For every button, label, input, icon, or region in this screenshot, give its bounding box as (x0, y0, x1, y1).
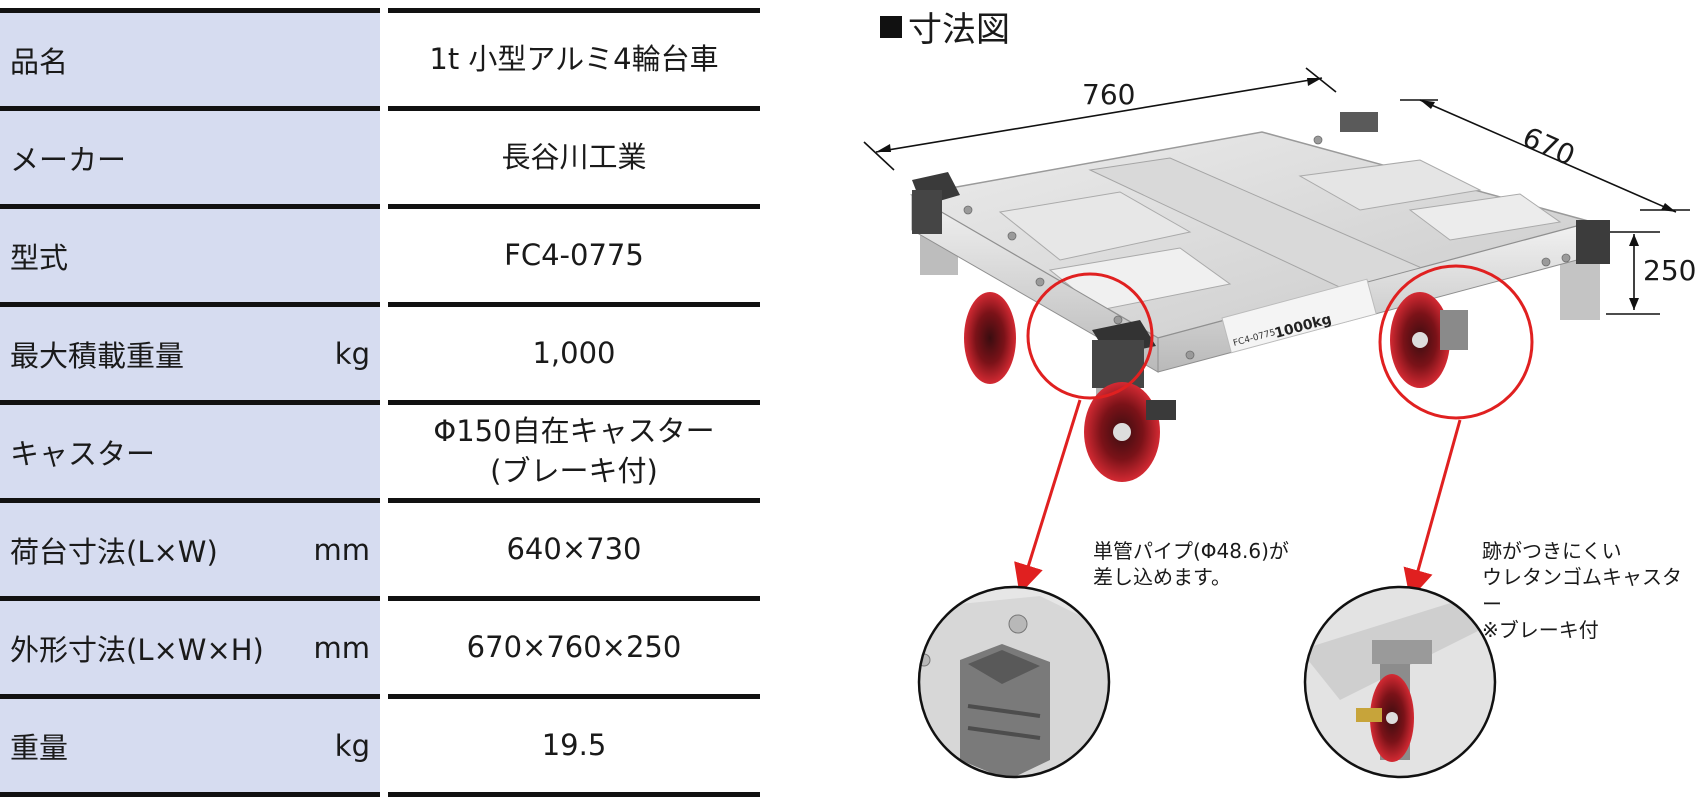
caster-callout-circle (1378, 264, 1534, 420)
caster-wheels (964, 292, 1468, 482)
table-rule-right (388, 106, 760, 111)
table-rule-right (388, 694, 760, 699)
spec-label-cell: キャスター (0, 405, 380, 498)
spec-value: FC4-0775 (504, 237, 644, 272)
dimension-diagram-title: 寸法図 (880, 2, 1010, 51)
caster-note-line-1: 跡がつきにくい (1482, 539, 1622, 563)
length-tick-left (863, 141, 895, 171)
spec-row: メーカー 長谷川工業 (0, 111, 760, 204)
dimension-title-text: 寸法図 (908, 10, 1010, 50)
spec-unit: kg (334, 728, 370, 763)
spec-value-cell: 1t 小型アルミ4輪台車 (388, 13, 760, 106)
caster-note-line-2: ウレタンゴムキャスター (1482, 565, 1682, 616)
spec-row: 重量 kg 19.5 (0, 699, 760, 792)
spec-label: 品名 (10, 44, 69, 79)
spec-row: キャスター Φ150自在キャスター (ブレーキ付) (0, 405, 760, 498)
spec-row: 外形寸法(L×W×H) mm 670×760×250 (0, 601, 760, 694)
pipe-zoom-ring (917, 585, 1111, 779)
spec-value: 640×730 (506, 531, 642, 566)
spec-value: 長谷川工業 (501, 139, 647, 174)
table-rule-left (0, 106, 380, 111)
spec-value-cell: Φ150自在キャスター (ブレーキ付) (388, 405, 760, 498)
spec-label-cell: 最大積載重量 kg (0, 307, 380, 400)
spec-row: 最大積載重量 kg 1,000 (0, 307, 760, 400)
table-rule-left (0, 302, 380, 307)
spec-label-cell: 重量 kg (0, 699, 380, 792)
spec-unit: kg (334, 336, 370, 371)
wheel-rear-left (964, 292, 1016, 384)
spec-value: 1,000 (532, 335, 616, 370)
spec-value: (ブレーキ付) (490, 453, 658, 488)
spec-row: 型式 FC4-0775 (0, 209, 760, 302)
spec-row: 荷台寸法(L×W) mm 640×730 (0, 503, 760, 596)
spec-label: 外形寸法(L×W×H) (10, 632, 264, 667)
spec-label-cell: メーカー (0, 111, 380, 204)
table-rule-left (0, 792, 380, 797)
pipe-socket-note: 単管パイプ(Φ48.6)が 差し込めます。 (1093, 538, 1289, 591)
spec-label-cell: 型式 (0, 209, 380, 302)
dimension-lines (863, 67, 1690, 315)
table-rule-left (0, 204, 380, 209)
pipe-socket-zoom (919, 587, 1109, 777)
length-tick-right (1305, 67, 1337, 93)
dimension-arrowheads (876, 78, 1676, 310)
table-rule-left (0, 596, 380, 601)
caster-zoom-ring (1303, 585, 1497, 779)
spec-value: 19.5 (541, 727, 607, 762)
length-dimension-line (875, 77, 1323, 153)
table-rule-left (0, 8, 380, 13)
spec-label-cell: 外形寸法(L×W×H) mm (0, 601, 380, 694)
spec-value-cell: 長谷川工業 (388, 111, 760, 204)
table-rule-right (388, 302, 760, 307)
spec-value: 1t 小型アルミ4輪台車 (429, 41, 719, 76)
caster-note: 跡がつきにくい ウレタンゴムキャスター ※ブレーキ付 (1482, 538, 1700, 644)
pipe-note-line-1: 単管パイプ(Φ48.6)が (1093, 539, 1289, 563)
spec-value-cell: 670×760×250 (388, 601, 760, 694)
spec-value-cell: FC4-0775 (388, 209, 760, 302)
spec-label-cell: 品名 (0, 13, 380, 106)
spec-label: 重量 (10, 730, 69, 765)
spec-value-cell: 640×730 (388, 503, 760, 596)
table-rule-left (0, 498, 380, 503)
callout-markers (1014, 264, 1534, 600)
table-rule-right (388, 204, 760, 209)
spec-row: 品名 1t 小型アルミ4輪台車 (0, 13, 760, 106)
table-rule-right (388, 498, 760, 503)
capacity-label-plate (1221, 278, 1377, 354)
spec-table: 品名 1t 小型アルミ4輪台車メーカー 長谷川工業型式 FC4-0775 最大積載重量 k… (0, 8, 760, 797)
spec-label: 荷台寸法(L×W) (10, 534, 218, 569)
caster-zoom (1305, 587, 1495, 777)
spec-value: 670×760×250 (466, 629, 682, 664)
width-dimension-line (1419, 99, 1677, 213)
spec-value-cell: 19.5 (388, 699, 760, 792)
table-rule-right (388, 596, 760, 601)
caster-note-line-3: ※ブレーキ付 (1482, 618, 1599, 643)
pipe-callout-circle (1026, 272, 1154, 400)
pipe-callout-arrow (1014, 399, 1082, 595)
spec-value-cell: 1,000 (388, 307, 760, 400)
spec-value: Φ150自在キャスター (433, 414, 715, 449)
table-rule-right (388, 8, 760, 13)
spec-label: 最大積載重量 (10, 338, 185, 373)
spec-label: メーカー (10, 142, 127, 177)
square-bullet-icon (880, 15, 902, 38)
pipe-note-line-2: 差し込めます。 (1093, 565, 1231, 590)
table-rule-right (388, 792, 760, 797)
spec-unit: mm (313, 630, 371, 665)
spec-label-cell: 荷台寸法(L×W) mm (0, 503, 380, 596)
caster-callout-arrow (1403, 419, 1462, 600)
table-rule-right (388, 400, 760, 405)
dimension-height-label: 250 (1643, 254, 1697, 287)
table-rule-left (0, 694, 380, 699)
spec-label: 型式 (10, 240, 69, 275)
spec-label: キャスター (10, 436, 156, 471)
spec-unit: mm (313, 532, 371, 567)
table-rule-left (0, 400, 380, 405)
dimension-length-label: 760 (1082, 78, 1136, 111)
cart-body: FC4-0775 1000kg (909, 112, 1610, 420)
